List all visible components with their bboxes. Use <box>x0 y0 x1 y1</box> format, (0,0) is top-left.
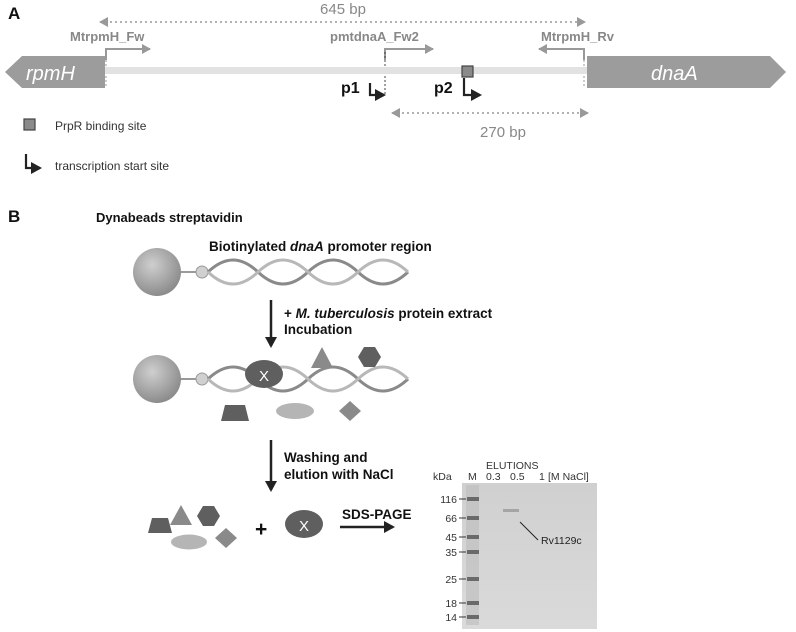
protein-diamond-2 <box>215 528 237 548</box>
gel-unit-label: [M NaCl] <box>548 471 589 483</box>
protein-trapezoid-1 <box>221 405 249 421</box>
bead-1 <box>133 248 181 296</box>
gel-lane-m-label: M <box>468 471 477 483</box>
protein-x-free-label: X <box>299 518 309 535</box>
gene-rpmh-label: rpmH <box>26 63 75 85</box>
step1-incubation: Incubation <box>284 322 352 337</box>
gel-band-rv1129c <box>503 509 519 512</box>
gel-marker-label: 25 <box>445 574 457 586</box>
protein-hexagon-2 <box>197 506 220 526</box>
primer-fw-arrow <box>105 44 151 60</box>
genomic-region-line <box>100 67 590 74</box>
gel-marker-group: 116 66 45 35 25 18 14 <box>440 494 479 624</box>
gel-marker-label: 14 <box>445 612 457 624</box>
promoter-p1-label: p1 <box>341 80 360 97</box>
promoter-p2-label: p2 <box>434 80 453 97</box>
step1-label: + M. tuberculosis protein extract <box>284 306 493 321</box>
bead-2 <box>133 355 181 403</box>
protein-hexagon-1 <box>358 347 381 367</box>
dna-strand-2b <box>206 365 410 393</box>
gel-marker-label: 35 <box>445 547 457 559</box>
protein-diamond-1 <box>339 401 361 421</box>
protein-x-bound-label: X <box>259 368 269 385</box>
gel-marker-band <box>467 550 479 554</box>
dna-strand-1b <box>206 258 410 286</box>
protein-oval-1 <box>276 403 314 419</box>
legend-binding-site-label: PrpR binding site <box>55 119 147 133</box>
gel-marker-band <box>467 577 479 581</box>
gel-lane-05-label: 0.5 <box>510 471 525 483</box>
gel-lane-03-label: 0.3 <box>486 471 501 483</box>
gel-marker-label: 116 <box>440 494 457 506</box>
span-645-label: 645 bp <box>320 1 366 18</box>
sds-page-label: SDS-PAGE <box>342 507 412 522</box>
tss-p2-arrow <box>462 78 482 101</box>
primer-fw2-label: pmtdnaA_Fw2 <box>330 29 419 44</box>
protein-x-free <box>285 510 323 538</box>
gel-marker-band <box>467 601 479 605</box>
gene-dnaa-label: dnaA <box>651 63 698 85</box>
protein-oval-2 <box>171 534 207 550</box>
legend-binding-site-icon <box>23 118 36 131</box>
gel-band-pointer <box>519 521 539 541</box>
legend-tss-label: transcription start site <box>55 159 169 173</box>
panel-a-label: A <box>8 4 20 23</box>
gel-image <box>462 483 597 629</box>
prpr-binding-site-icon <box>461 65 474 78</box>
gene-dnaa-box <box>587 56 786 88</box>
legend-tss-icon <box>24 154 42 174</box>
gel-marker-label: 18 <box>445 598 457 610</box>
protein-triangle-1 <box>311 347 333 368</box>
gel-marker-label: 45 <box>445 532 457 544</box>
gel-marker-band <box>467 497 479 501</box>
protein-trapezoid-2 <box>148 518 172 533</box>
gene-rpmh-box <box>5 56 105 88</box>
biotin-2 <box>195 372 209 386</box>
gel-marker-band <box>467 535 479 539</box>
gel-lane-1-label: 1 <box>539 471 545 483</box>
primer-fw2-arrow <box>384 44 434 60</box>
gel-kda-label: kDa <box>433 471 452 483</box>
panel-b-label: B <box>8 207 20 226</box>
protein-x-bound <box>245 360 283 388</box>
tss-p1-arrow <box>368 83 386 101</box>
gel-marker-label: 66 <box>445 513 457 525</box>
gel-elutions-label: ELUTIONS <box>486 460 539 472</box>
step2-washing: Washing and <box>284 450 368 465</box>
gel-marker-band <box>467 516 479 520</box>
plus-sign: + <box>255 518 267 541</box>
step2-elution: elution with NaCl <box>284 467 394 482</box>
primer-fw-label: MtrpmH_Fw <box>70 29 145 44</box>
span-270-label: 270 bp <box>480 124 526 141</box>
biotin-label: Biotinylated dnaA promoter region <box>209 239 432 254</box>
protein-triangle-2 <box>170 505 192 525</box>
beads-title: Dynabeads streptavidin <box>96 210 243 225</box>
gel-band-label: Rv1129c <box>541 535 582 547</box>
gel-marker-band <box>467 615 479 619</box>
primer-rv-label: MtrpmH_Rv <box>541 29 615 44</box>
primer-rv-arrow <box>538 44 585 60</box>
biotin-1 <box>195 265 209 279</box>
